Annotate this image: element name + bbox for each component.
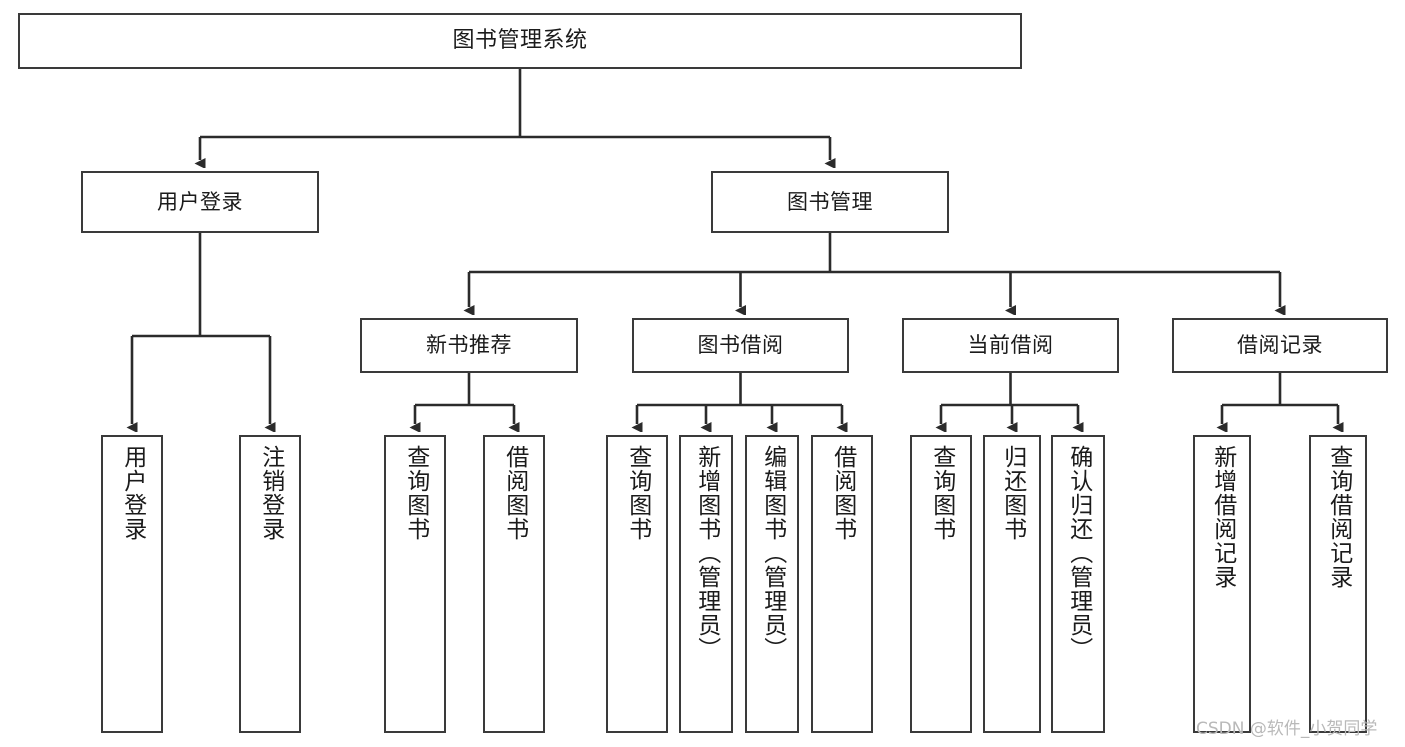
node-label: 新增借阅记录 [1209,445,1236,589]
node-leaf-user-login[interactable]: 用户登录 [101,435,163,733]
node-label: 图书借阅 [697,333,784,358]
node-user-login[interactable]: 用户登录 [81,171,319,233]
node-label: 用户登录 [119,445,146,541]
node-leaf-add-book[interactable]: 新增图书（管理员） [679,435,733,733]
node-label: 借阅记录 [1237,333,1323,358]
csdn-watermark: CSDN @软件_小贺同学 [1196,719,1378,739]
node-leaf-return-book[interactable]: 归还图书 [983,435,1041,733]
node-leaf-borrow-book-2[interactable]: 借阅图书 [811,435,873,733]
node-book-manage[interactable]: 图书管理 [711,171,949,233]
node-book-borrow[interactable]: 图书借阅 [632,318,849,373]
node-leaf-query-book-3[interactable]: 查询图书 [910,435,972,733]
node-leaf-borrow-book-1[interactable]: 借阅图书 [483,435,545,733]
node-label: 编辑图书（管理员） [759,445,786,661]
node-leaf-query-record[interactable]: 查询借阅记录 [1309,435,1367,733]
node-label: 图书管理 [787,189,873,214]
node-label: 查询借阅记录 [1325,445,1352,589]
node-label: 查询图书 [402,445,429,541]
node-label: 归还图书 [999,445,1026,541]
node-label: 图书管理系统 [452,28,588,54]
node-label: 查询图书 [928,445,955,541]
node-label: 借阅图书 [829,445,856,541]
node-leaf-user-logout[interactable]: 注销登录 [239,435,301,733]
node-new-book-rec[interactable]: 新书推荐 [360,318,578,373]
node-leaf-add-record[interactable]: 新增借阅记录 [1193,435,1251,733]
node-current-borrow[interactable]: 当前借阅 [902,318,1119,373]
node-label: 用户登录 [157,189,243,214]
node-label: 注销登录 [257,445,284,541]
node-label: 新书推荐 [426,333,512,358]
node-label: 新增图书（管理员） [693,445,720,661]
node-label: 当前借阅 [967,333,1054,358]
node-root[interactable]: 图书管理系统 [18,13,1022,69]
node-borrow-record[interactable]: 借阅记录 [1172,318,1388,373]
node-label: 借阅图书 [501,445,528,541]
node-label: 确认归还（管理员） [1065,445,1092,661]
node-leaf-edit-book[interactable]: 编辑图书（管理员） [745,435,799,733]
node-leaf-query-book-2[interactable]: 查询图书 [606,435,668,733]
node-leaf-confirm-ret[interactable]: 确认归还（管理员） [1051,435,1105,733]
node-label: 查询图书 [624,445,651,541]
node-leaf-query-book-1[interactable]: 查询图书 [384,435,446,733]
